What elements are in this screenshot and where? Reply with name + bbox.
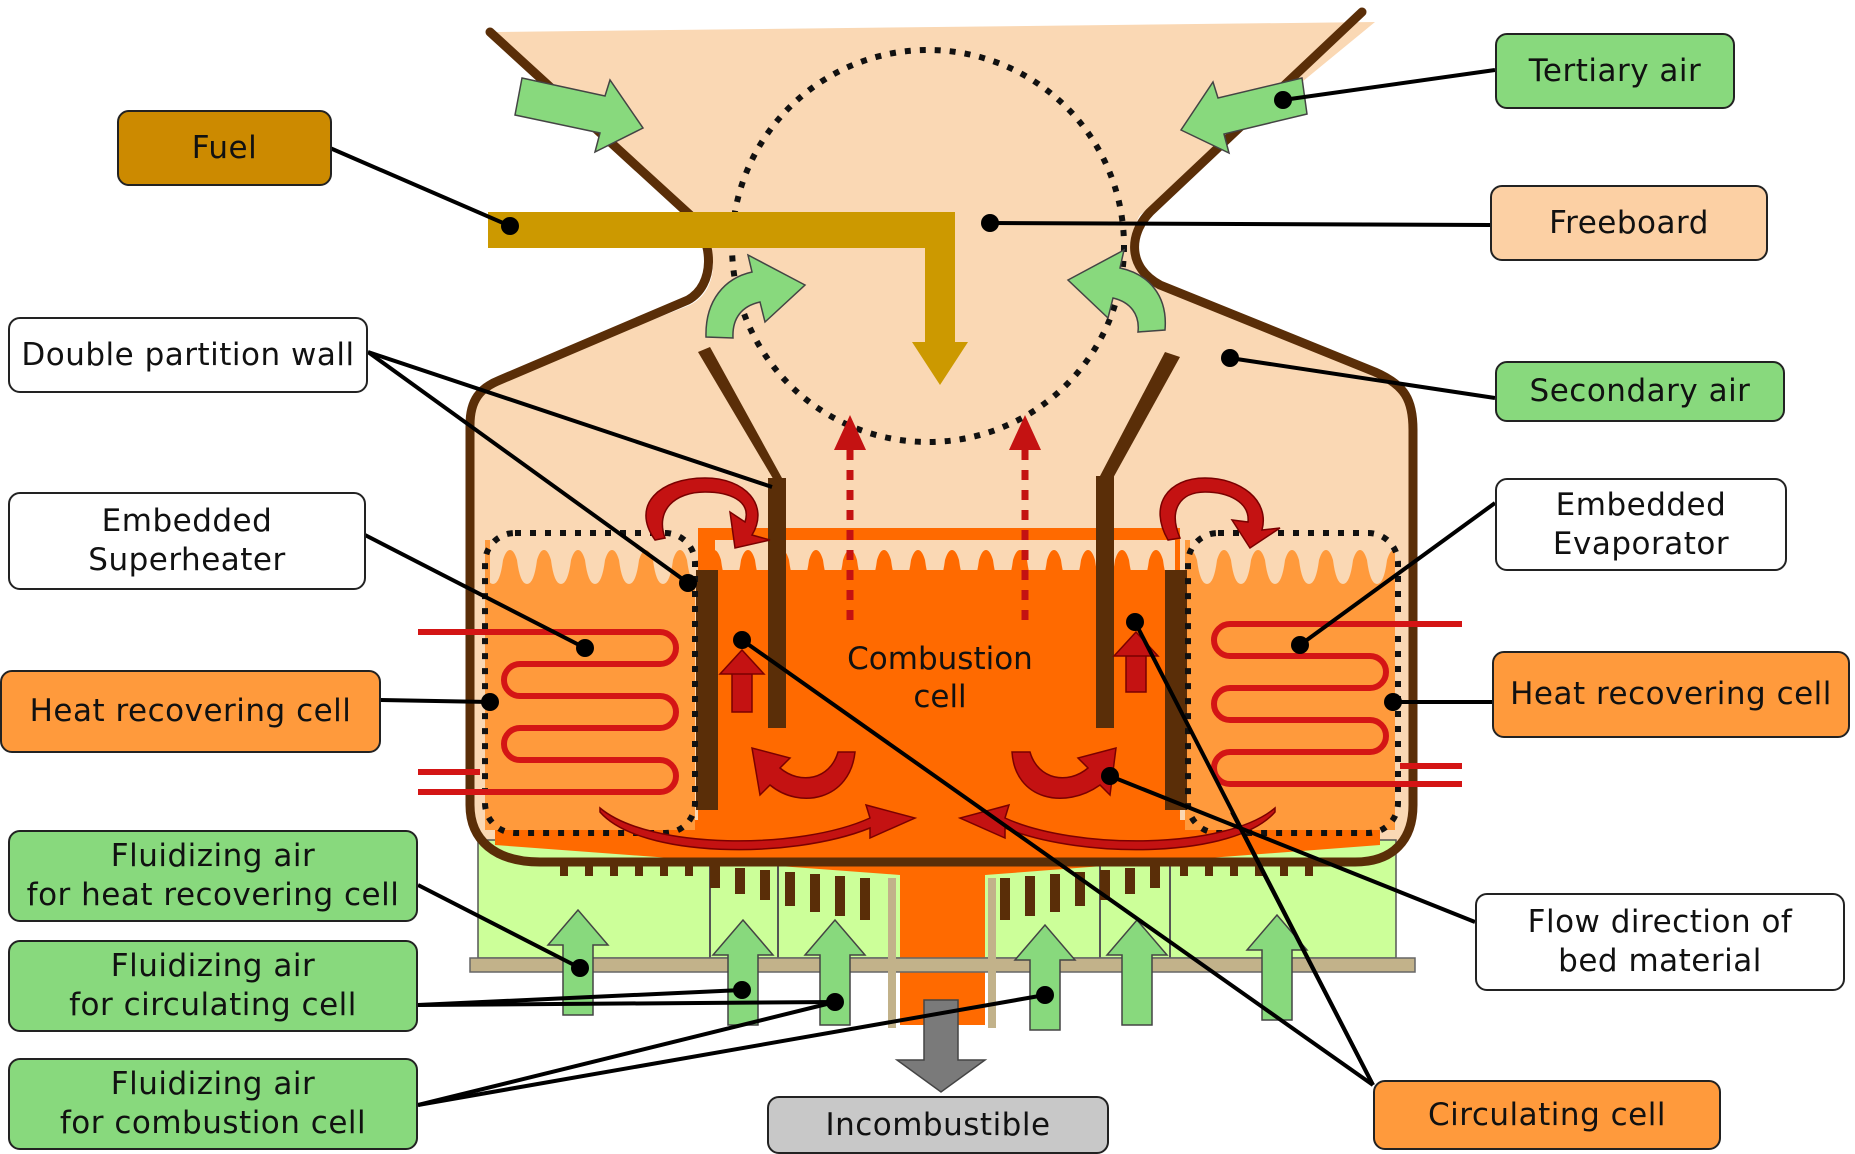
tertiary-air-label: Tertiary air (1495, 33, 1735, 109)
flow-direction-label: Flow direction of bed material (1475, 893, 1845, 991)
leader-dots (481, 91, 1402, 1011)
heat-recovering-cell-left-label: Heat recovering cell (0, 670, 381, 753)
incombustible-label: Incombustible (767, 1096, 1109, 1154)
circulating-cell-label: Circulating cell (1373, 1080, 1721, 1150)
fluidizing-air-heat-label: Fluidizing air for heat recovering cell (8, 830, 418, 922)
distributor-plate (469, 957, 1416, 973)
embedded-superheater-label: Embedded Superheater (8, 492, 366, 590)
freeboard-label: Freeboard (1490, 185, 1768, 261)
fuel-label: Fuel (117, 110, 332, 186)
evaporator-coil (1211, 621, 1462, 787)
fluidizing-air-combustion-label: Fluidizing air for combustion cell (8, 1058, 418, 1150)
superheater-coil (418, 629, 679, 795)
gas-flow-arrows (834, 415, 1041, 620)
double-partition-wall-label: Double partition wall (8, 317, 368, 393)
superheater-dotted-zone (482, 530, 698, 836)
fuel-chute (488, 212, 968, 385)
boiler-wall (465, 7, 1418, 867)
combustion-cell-label: Combustion cell (847, 641, 1033, 715)
heat-recovering-cell-right-label: Heat recovering cell (1492, 651, 1850, 738)
evaporator-dotted-zone (1185, 530, 1401, 836)
coil-pipes (418, 621, 1462, 775)
leader-lines (329, 68, 1497, 1107)
bed-flow-arrows (599, 477, 1281, 851)
partition-walls (696, 347, 1187, 810)
fluidizing-air-circulating-label: Fluidizing air for circulating cell (8, 940, 418, 1032)
secondary-air-label: Secondary air (1495, 361, 1785, 422)
embedded-evaporator-label: Embedded Evaporator (1495, 478, 1787, 571)
